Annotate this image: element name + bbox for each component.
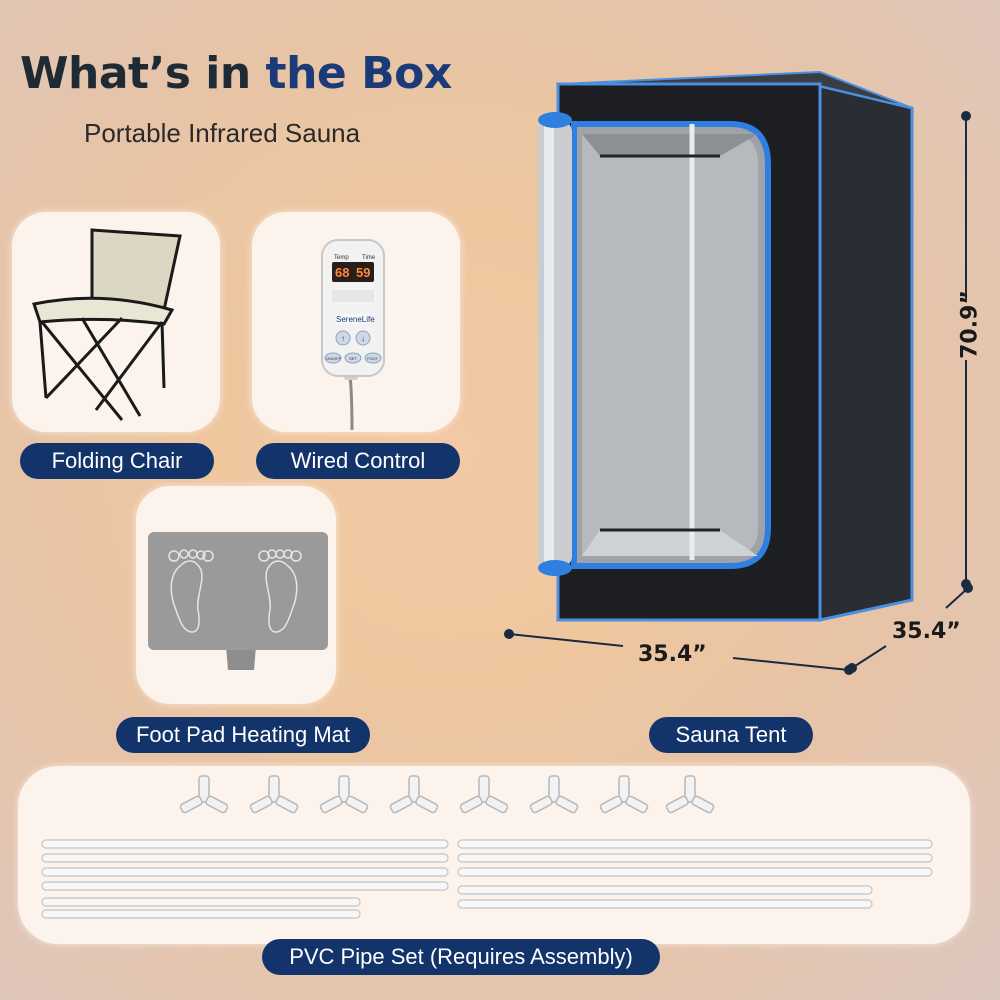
folding-chair-image: [32, 228, 182, 421]
controller-temp-label: Temp: [334, 255, 349, 261]
controller-time-display: 59: [356, 265, 370, 280]
depth-dimension-line: [847, 583, 973, 673]
depth-dimension-label: 35.4”: [892, 619, 961, 644]
foot-pad-image: [148, 532, 328, 670]
controller-power-button: ON/OFF: [326, 356, 342, 361]
height-dimension-label: 70.9”: [957, 290, 983, 359]
title-part-2: the Box: [265, 48, 453, 99]
controller-temp-display: 68: [335, 265, 349, 280]
foot-pad-label: Foot Pad Heating Mat: [116, 717, 370, 753]
wired-control-label: Wired Control: [256, 443, 460, 479]
arrow-up-icon: ↑: [341, 334, 345, 343]
width-dimension-label: 35.4”: [638, 642, 707, 667]
controller-time-label: Time: [362, 255, 376, 261]
foot-pad-card: [136, 486, 336, 704]
title-part-1: What’s in: [20, 48, 251, 99]
sauna-tent-image: [538, 70, 914, 622]
controller-foot-button: FOOT: [367, 356, 379, 361]
arrow-down-icon: ↓: [361, 334, 365, 343]
page-subtitle: Portable Infrared Sauna: [84, 118, 361, 148]
wired-control-image: Temp Time 68 59 SereneLife ON/OFF SET FO…: [321, 239, 385, 431]
folding-chair-card: [12, 212, 220, 432]
sauna-tent-label: Sauna Tent: [649, 717, 813, 753]
controller-brand: SereneLife: [336, 315, 375, 324]
folding-chair-label: Folding Chair: [20, 443, 214, 479]
wired-control-card: Temp Time 68 59 SereneLife ON/OFF SET FO…: [252, 212, 460, 432]
controller-set-button: SET: [349, 356, 357, 361]
pvc-pipe-label: PVC Pipe Set (Requires Assembly): [262, 939, 660, 975]
page-title: What’s in the Box: [20, 48, 452, 99]
pvc-pipe-image: [41, 775, 933, 919]
pvc-pipe-card: [18, 766, 970, 944]
